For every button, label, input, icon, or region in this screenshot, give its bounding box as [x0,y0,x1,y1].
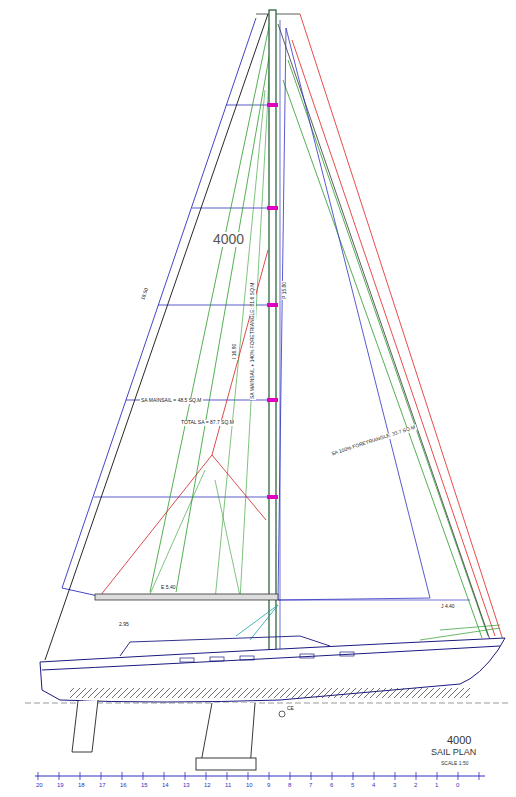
dimension: J 4.40 [440,604,456,610]
scale-number: 17 [98,782,107,789]
dimension: CE [286,706,295,712]
model-number: 4000 [446,734,472,746]
dimension: 2.95 [118,622,130,628]
scale-number: 0 [455,782,460,789]
area-note: SA 100% FORETRIANGLE: 33.7 SQ.M [330,424,417,457]
scale-tick [38,772,39,780]
scale-number: 4 [371,782,376,789]
dimension: 18.50 [140,286,150,302]
scale-tick [311,772,312,780]
scale-number: 13 [182,782,191,789]
scale-tick [437,772,438,780]
scale-tick [290,772,291,780]
scale-tick [185,772,186,780]
scale-number: 10 [245,782,254,789]
scale-number: 2 [413,782,418,789]
scale-number: 1 [434,782,439,789]
scale-number: 11 [224,782,232,789]
scale-number: 15 [140,782,149,789]
scale-tick [206,772,207,780]
scale-tick [395,772,396,780]
scale-tick [353,772,354,780]
scale-tick [164,772,165,780]
scale-tick [227,772,228,780]
dimension: E 5.40 [160,585,176,591]
scale-tick [80,772,81,780]
scale-number: 6 [329,782,334,789]
scale-tick [143,772,144,780]
scale-number: 14 [161,782,170,789]
scale-tick [269,772,270,780]
scale-number: 18 [77,782,86,789]
scale-number: 20 [35,782,44,789]
scale-number: 19 [56,782,65,789]
scale-tick [416,772,417,780]
scale-tick [479,772,480,780]
scale-number: 3 [392,782,397,789]
drawing-title: SAIL PLAN [430,748,477,758]
scale-tick [374,772,375,780]
scale-number: 7 [308,782,313,789]
scale-number: 16 [119,782,128,789]
area-note: SA MAINSAIL = 48.5 SQ.M [140,398,203,404]
dimension: I 16.90 [232,343,238,360]
scale-tick [332,772,333,780]
scale-tick [248,772,249,780]
scale-note: SCALE 1:50 [440,761,470,767]
scale-tick [59,772,60,780]
area-note: TOTAL SA = 87.7 SQ.M [180,420,235,426]
scale-number: 9 [266,782,271,789]
area-note: SA MAINSAIL + 140% FORETRIANGLE: 81.6 SQ… [250,282,256,400]
scale-number: 12 [203,782,212,789]
scale-tick [122,772,123,780]
scale-tick [458,772,459,780]
dimension: P 15.80 [282,281,288,300]
scale-number: 8 [287,782,292,789]
scale-number: 5 [350,782,355,789]
logo-text: 4000 [212,232,245,247]
scale-tick [101,772,102,780]
